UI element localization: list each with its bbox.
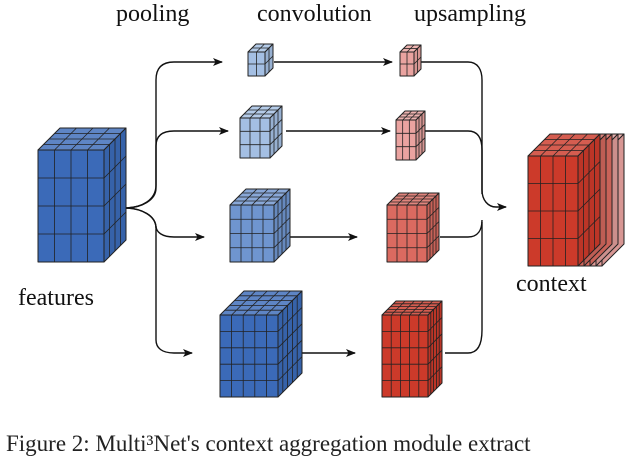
context-label: context (516, 271, 587, 297)
context-front (527, 133, 601, 267)
context-block (527, 133, 625, 267)
connector-line (123, 207, 193, 357)
connector-line (123, 127, 229, 209)
upsampling-block-4 (381, 300, 443, 398)
pooling-block-2 (239, 105, 283, 159)
upsampling-block-1 (399, 44, 422, 77)
pooling-block-1 (247, 43, 274, 77)
features-block (37, 127, 127, 263)
feature-blocks (37, 43, 625, 398)
pooling-block-3 (229, 188, 291, 263)
connector-line (440, 219, 483, 238)
connector-line (445, 222, 483, 354)
connector-line (123, 58, 223, 209)
pooling-block-4 (219, 290, 303, 398)
features-label: features (18, 285, 94, 311)
pooling-label: pooling (116, 1, 190, 27)
upsampling-block-3 (386, 192, 440, 263)
upsampling-label: upsampling (414, 1, 526, 27)
figure-caption: Figure 2: Multi³Net's context aggregatio… (6, 431, 531, 456)
connector-arrows (123, 58, 507, 357)
connector-line (421, 61, 507, 211)
connector-line (421, 130, 483, 194)
convolution-label: convolution (257, 1, 372, 27)
upsampling-block-2 (395, 110, 426, 161)
connector-line (123, 207, 205, 241)
